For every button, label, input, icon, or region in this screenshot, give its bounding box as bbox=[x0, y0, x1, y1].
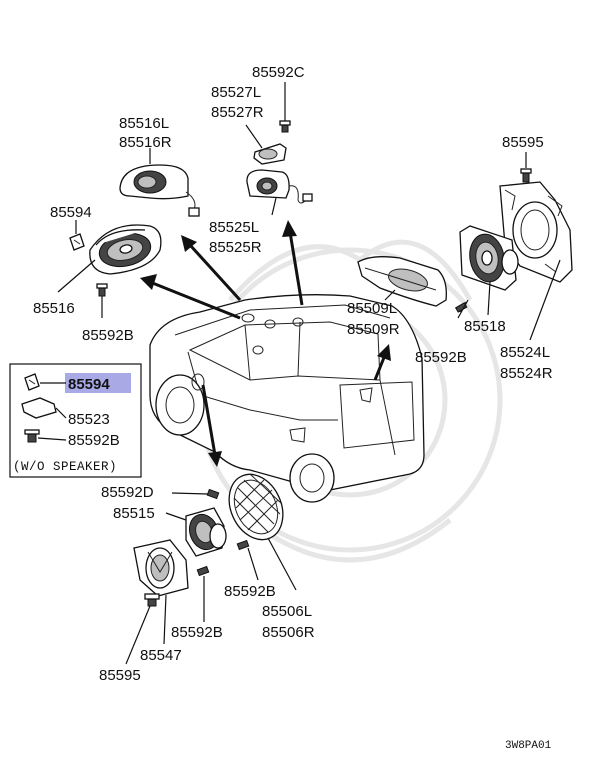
label-85547: 85547 bbox=[140, 647, 182, 664]
label-85506r: 85506R bbox=[262, 624, 315, 641]
label-85527r: 85527R bbox=[211, 104, 264, 121]
part-85509-grille bbox=[357, 256, 447, 307]
part-85592d-screw bbox=[171, 488, 220, 500]
inset-note-without-speaker: (W/O SPEAKER) bbox=[13, 460, 117, 474]
direction-arrows bbox=[140, 220, 391, 467]
part-85592b-screw-bottom bbox=[196, 565, 210, 622]
part-85525-tweeter bbox=[246, 169, 313, 216]
label-85525r: 85525R bbox=[209, 239, 262, 256]
inset-without-speaker bbox=[9, 363, 142, 478]
label-85509l: 85509L bbox=[347, 300, 397, 317]
part-85516lr-bezel bbox=[119, 148, 200, 217]
label-85595-top: 85595 bbox=[502, 134, 544, 151]
label-85592b-left: 85592B bbox=[82, 327, 134, 344]
diagram-code: 3W8PA01 bbox=[505, 740, 552, 752]
part-85516-speaker bbox=[57, 224, 162, 293]
label-85594: 85594 bbox=[50, 204, 92, 221]
part-85547-bracket bbox=[133, 539, 189, 645]
label-85527l: 85527L bbox=[211, 84, 261, 101]
inset-label-85523: 85523 bbox=[68, 411, 110, 428]
label-85592b-right: 85592B bbox=[415, 349, 467, 366]
highlight-85594 bbox=[65, 373, 131, 393]
part-85524-bracket bbox=[499, 181, 573, 341]
label-85518: 85518 bbox=[464, 318, 506, 335]
part-85592c-screw bbox=[279, 82, 291, 133]
inset-label-85594: 85594 bbox=[68, 376, 110, 393]
label-85592d: 85592D bbox=[101, 484, 154, 501]
label-85506l: 85506L bbox=[262, 603, 312, 620]
label-85516r: 85516R bbox=[119, 134, 172, 151]
label-85595-bottom: 85595 bbox=[99, 667, 141, 684]
part-85515-speaker bbox=[165, 507, 227, 557]
label-85524r: 85524R bbox=[500, 365, 553, 382]
part-85595-screw-bottom bbox=[125, 593, 160, 665]
label-85524l: 85524L bbox=[500, 344, 550, 361]
part-85594-clip bbox=[69, 220, 85, 251]
part-85592b-screw-mid bbox=[236, 539, 259, 581]
part-85592b-screw-left bbox=[96, 283, 108, 318]
inset-label-85592b: 85592B bbox=[68, 432, 120, 449]
label-85592c: 85592C bbox=[252, 64, 305, 81]
part-85595-screw-top bbox=[520, 152, 532, 183]
part-85527-cover bbox=[245, 124, 287, 165]
label-85515: 85515 bbox=[113, 505, 155, 522]
label-85592b-bottom: 85592B bbox=[171, 624, 223, 641]
vehicle-body bbox=[149, 294, 425, 503]
label-85592b-mid: 85592B bbox=[224, 583, 276, 600]
label-85509r: 85509R bbox=[347, 321, 400, 338]
part-85518-speaker bbox=[459, 225, 519, 316]
label-85516: 85516 bbox=[33, 300, 75, 317]
part-85592b-screw-right bbox=[454, 299, 469, 319]
part-85506-grille bbox=[228, 473, 297, 591]
label-85525l: 85525L bbox=[209, 219, 259, 236]
label-85516l: 85516L bbox=[119, 115, 169, 132]
